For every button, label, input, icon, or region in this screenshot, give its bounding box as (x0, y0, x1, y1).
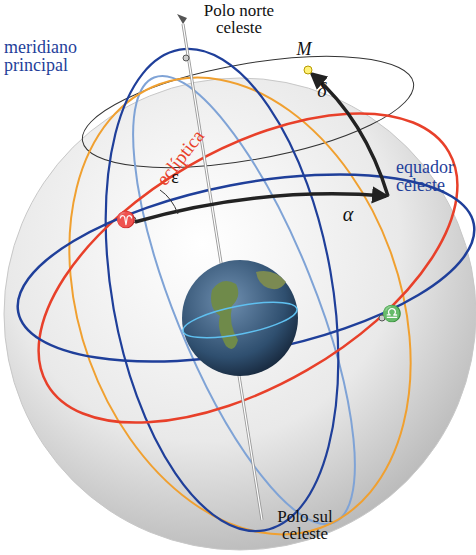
pole-marker (177, 14, 187, 24)
earth-equator (180, 295, 299, 345)
declination-symbol: δ (312, 80, 332, 100)
principal-meridian (71, 31, 372, 550)
right-ascension-symbol: α (338, 204, 358, 224)
declination-arrow (312, 74, 388, 196)
hour-circle (89, 51, 399, 548)
pole-label: Polo sul celeste (268, 508, 342, 542)
equator-label: equador celeste (396, 158, 472, 194)
star-label: M (294, 40, 314, 58)
orange-circle (9, 30, 471, 555)
ecliptic (0, 50, 476, 486)
obliquity-symbol: ε (166, 168, 184, 186)
pole-label: Polo norte celeste (196, 2, 282, 36)
earth-land (211, 281, 238, 349)
star (304, 66, 312, 74)
earth-land (256, 271, 286, 289)
declination-parallel (74, 36, 422, 189)
meridian-point (183, 55, 189, 61)
autumnal-equinox-symbol: ♎ (382, 306, 402, 322)
celestial-equator (2, 141, 476, 394)
meridian-label: meridiano principal (4, 38, 100, 74)
sphere (4, 78, 476, 550)
vernal-equinox-symbol: ♈ (116, 212, 136, 228)
obliquity-arc (160, 190, 178, 214)
